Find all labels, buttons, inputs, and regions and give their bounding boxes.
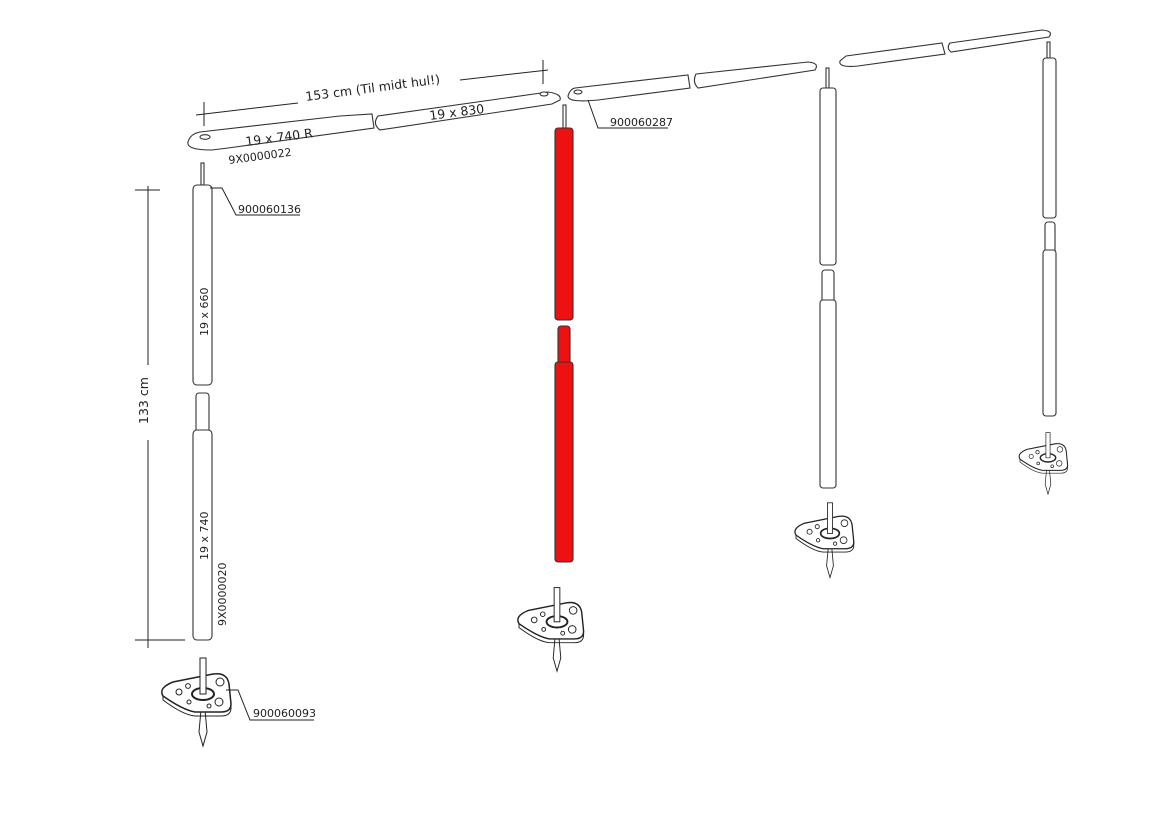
lower-leg-size-label: 19 x 740 [198, 512, 211, 561]
foot-callout: 900060093 [226, 689, 316, 721]
top-pin-part-number: 900060136 [238, 203, 301, 216]
height-dimension-label: 133 cm [136, 377, 151, 424]
upper-leg-size-label: 19 x 660 [198, 288, 211, 337]
roof-bar-2: 900060287 [567, 61, 817, 129]
foot-plate-4 [1018, 432, 1069, 496]
foot-plate-3 [794, 502, 855, 580]
foot-plate-1 [161, 657, 232, 748]
foot-plate-2 [517, 587, 585, 673]
foot-part-number: 900060093 [253, 707, 316, 720]
width-dimension-label: 153 cm (Til midt hul!) [304, 71, 440, 104]
roof-bar-3 [839, 29, 1051, 67]
roof-bar-1: 19 x 740 R 19 x 830 9X0000022 [187, 91, 561, 167]
roof-right-size-label: 19 x 830 [428, 101, 485, 123]
pole-4 [1042, 41, 1057, 417]
lower-leg-part-number: 9X0000020 [216, 562, 229, 626]
roof-part-number: 9X0000022 [228, 146, 293, 167]
pole-1: 900060136 19 x 660 19 x 740 9X0000020 [192, 162, 301, 641]
connector-part-number: 900060287 [610, 116, 673, 129]
pole-3 [819, 67, 837, 489]
height-dimension: 133 cm [135, 186, 185, 648]
pole-2-highlighted [554, 104, 574, 563]
